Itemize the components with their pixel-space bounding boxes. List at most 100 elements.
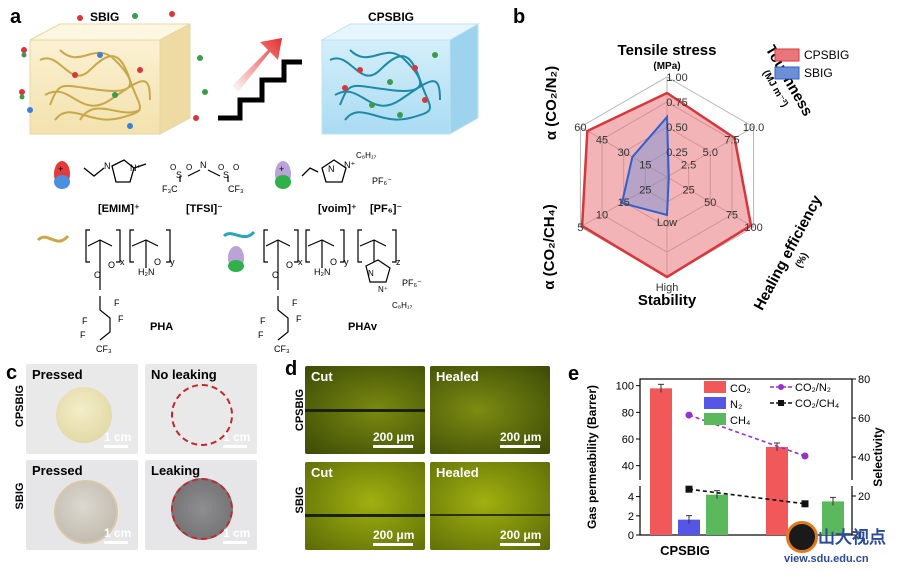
panel-b-letter: b	[513, 6, 526, 28]
svg-text:y: y	[170, 257, 175, 267]
svg-text:F: F	[258, 330, 264, 340]
svg-text:z: z	[396, 257, 401, 267]
scale-label: 1 cm	[104, 526, 132, 540]
radar-axis-label: Healing efficiency	[751, 192, 826, 313]
radar-axis-label-group: α (CO₂/N₂)	[543, 66, 560, 140]
radar-tick-label: 0.50	[666, 122, 687, 134]
marker-co2n2	[801, 452, 809, 460]
svg-text:N: N	[200, 160, 207, 170]
left-tick-label: 2	[628, 511, 634, 523]
voim-c8h17: C₈H₁₇	[356, 151, 377, 160]
left-axis-title-group: Gas permeability (Barrer)	[585, 385, 599, 529]
marker-co2n2	[685, 411, 693, 419]
svg-text:O: O	[170, 163, 176, 172]
svg-text:N: N	[368, 269, 374, 278]
micrograph-title: Healed	[436, 465, 479, 480]
watermark-title: 山大视点	[818, 528, 886, 547]
radar-tick-label: 5	[577, 222, 583, 234]
scale-label: 1 cm	[104, 430, 132, 444]
upgrade-arrow	[218, 38, 302, 121]
pha-label: PHA	[150, 321, 173, 333]
micrograph-cpsbig-healed: Healed 200 μm	[430, 366, 550, 454]
svg-text:y: y	[344, 257, 349, 267]
right-tick-label: 60	[858, 413, 870, 425]
x-category-label: CPSBIG	[660, 543, 710, 558]
svg-text:O: O	[272, 270, 279, 280]
ion-symbol-emim: +	[54, 161, 70, 189]
photo-title: Leaking	[151, 463, 201, 478]
right-tick-label: 20	[858, 491, 870, 503]
panel-c-letter: c	[6, 362, 18, 384]
panel-c-row-label-sbig: SBIG	[14, 482, 26, 510]
legend-label-line: CO₂/CH₄	[795, 398, 840, 410]
svg-text:O: O	[218, 163, 224, 172]
radar-tick-label: Low	[657, 217, 677, 229]
radar-tick-label: 15	[639, 160, 651, 172]
radar-series-cpsbig	[580, 91, 753, 279]
left-tick-label: 100	[616, 381, 634, 393]
dashed-circle	[171, 384, 233, 446]
svg-text:O: O	[108, 260, 115, 270]
radar-axis-unit: (MPa)	[653, 61, 680, 72]
phav-label: PHAv	[348, 321, 378, 333]
tfsi-cf3: CF₃	[228, 184, 244, 194]
legend-marker	[778, 400, 784, 406]
tfsi-label: [TFSI]⁻	[186, 203, 223, 215]
micrograph-cpsbig-cut: Cut 200 μm	[305, 366, 425, 454]
radar-tick-label: 10.0	[743, 122, 764, 134]
photo-title: No leaking	[151, 367, 217, 382]
radar-series-sbig	[620, 114, 670, 217]
bar-co2	[766, 447, 788, 535]
svg-text:O: O	[186, 163, 192, 172]
scale-bar: 200 μm	[373, 430, 414, 448]
radar-tick-label: 75	[726, 210, 738, 222]
photo-title: Pressed	[32, 367, 83, 382]
voim-structure	[301, 159, 347, 183]
voim-pf6: PF₆⁻	[372, 176, 392, 186]
legend-label-bar: CH₄	[730, 415, 751, 427]
right-tick-label: 80	[858, 374, 870, 386]
voim-label: [voim]⁺	[318, 203, 357, 215]
phav-structure	[263, 229, 397, 341]
legend-swatch-cpsbig	[774, 48, 800, 62]
photo-title: Pressed	[32, 463, 83, 478]
sbig-title: SBIG	[90, 10, 120, 24]
radar-tick-label: 25	[639, 185, 651, 197]
legend-label-line: CO₂/N₂	[795, 382, 831, 394]
svg-text:+: +	[279, 164, 284, 174]
radar-axis-label-group: Healing efficiency(%)	[751, 192, 826, 313]
scale-label: 200 μm	[373, 430, 415, 444]
svg-text:S: S	[176, 170, 182, 180]
svg-text:F: F	[114, 298, 120, 308]
micrograph-title: Cut	[311, 465, 333, 480]
svg-text:N: N	[328, 164, 335, 174]
pha-h2n: H₂N	[138, 267, 155, 277]
legend-label-bar: N₂	[730, 399, 742, 411]
radar-axis-label-group: α (CO₂/CH₄)	[541, 204, 558, 290]
pha-structure	[85, 229, 171, 341]
radar-tick-label: 50	[704, 197, 716, 209]
legend-swatch-bar	[704, 413, 726, 425]
panel-c-row-label-cpsbig: CPSBIG	[14, 384, 26, 428]
svg-text:S: S	[223, 170, 229, 180]
right-axis-title: Selectivity	[871, 427, 885, 487]
scale-bar: 1 cm	[104, 526, 131, 544]
panel-e-letter: e	[568, 363, 580, 385]
legend-marker	[778, 384, 784, 390]
radar-axis-label: Stability	[638, 292, 697, 309]
svg-text:F: F	[296, 314, 302, 324]
radar-tick-label: High	[656, 282, 679, 294]
left-tick-label: 40	[622, 461, 634, 473]
emim-label: [EMIM]⁺	[98, 203, 140, 215]
radar-chart: 0.250.500.751.002.55.07.510.0255075100Lo…	[541, 42, 849, 313]
svg-text:x: x	[298, 257, 303, 267]
svg-text:N⁺: N⁺	[344, 160, 355, 170]
legend-label-bar: CO₂	[730, 383, 751, 395]
radar-axis-label-group: Tensile stress(MPa)	[618, 42, 717, 72]
radar-tick-label: 2.5	[681, 160, 696, 172]
bar-ch4	[822, 501, 844, 535]
legend-label-sbig: SBIG	[804, 66, 833, 80]
radar-tick-label: 25	[683, 185, 695, 197]
photo-cpsbig-pressed: Pressed 1 cm	[26, 364, 138, 454]
